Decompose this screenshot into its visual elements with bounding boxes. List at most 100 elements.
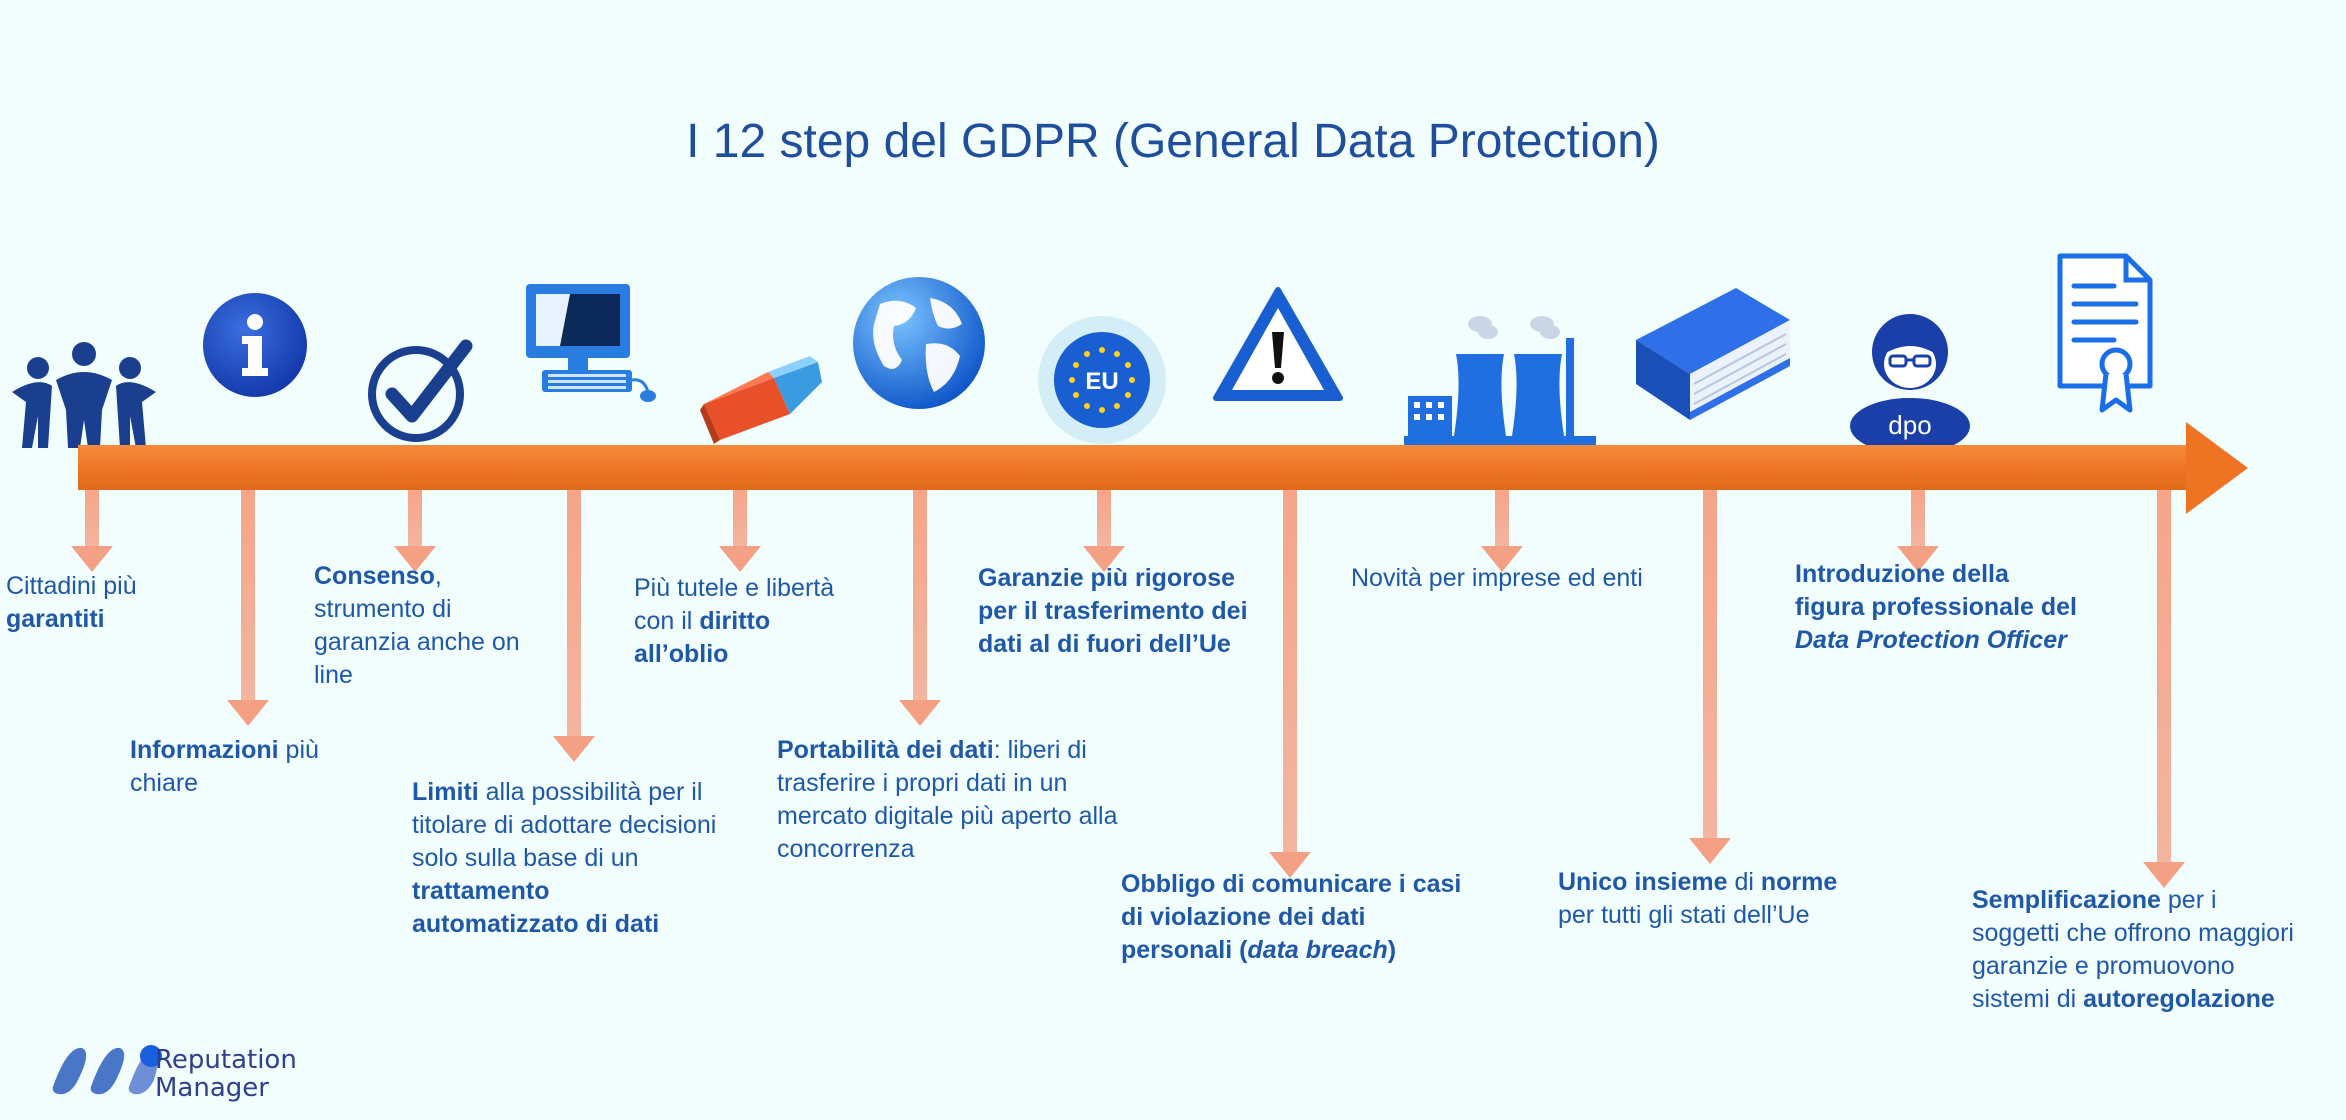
label-text: trattamento: [412, 877, 550, 905]
label-text: Novità per imprese ed enti: [1351, 564, 1643, 592]
connector-arrowhead-2: [227, 700, 269, 726]
timeline-arrowhead: [2186, 422, 2248, 514]
label-text: con il: [634, 607, 700, 635]
factory-icon: [1404, 316, 1596, 446]
connector-shaft-8: [1283, 490, 1297, 852]
eu-star: [1069, 377, 1075, 383]
eu-star: [1073, 392, 1080, 398]
book-icon: [1636, 288, 1790, 420]
label-text: garantiti: [6, 605, 105, 633]
step-4-label: Limiti alla possibilità per il titolare d…: [412, 776, 772, 941]
label-text: Consenso: [314, 562, 435, 590]
label-text: solo sulla base di un: [412, 844, 639, 872]
dpo-person-icon: dpo: [1850, 314, 1970, 446]
step-1-label: Cittadini più garantiti: [6, 570, 206, 636]
connector-shaft-11: [1911, 490, 1925, 546]
label-text: di: [1727, 868, 1761, 896]
label-text: personali (: [1121, 936, 1248, 964]
connector-arrowhead-6: [899, 700, 941, 726]
eu-star: [1099, 407, 1105, 413]
label-text: line: [314, 661, 353, 689]
label-text: soggetti che offrono maggiori: [1972, 919, 2294, 947]
label-text: concorrenza: [777, 835, 915, 863]
connector-shaft-2: [241, 490, 255, 700]
label-text: di violazione dei dati: [1121, 903, 1366, 931]
eu-star: [1124, 392, 1131, 398]
label-text: Più tutele e libertà: [634, 574, 835, 602]
logo-line-2: Manager: [155, 1073, 269, 1103]
label-text: data breach: [1247, 936, 1388, 964]
connector-shaft-1: [85, 490, 99, 546]
logo-text: Reputation Manager: [155, 1046, 297, 1102]
connector-shaft-7: [1097, 490, 1111, 546]
connector-shaft-4: [567, 490, 581, 736]
connector-arrowhead-12: [2143, 862, 2185, 888]
connector-arrowhead-9: [1481, 546, 1523, 572]
label-text: Limiti: [412, 778, 479, 806]
connector-arrowhead-4: [553, 736, 595, 762]
label-text: chiare: [130, 769, 199, 797]
checkmark-icon: [368, 339, 473, 442]
label-text: strumento di: [314, 595, 452, 623]
label-text: diritto: [699, 607, 771, 635]
reputation-manager-logo: [52, 1045, 162, 1095]
label-text: autoregolazione: [2083, 985, 2275, 1013]
connector-arrowhead-11: [1897, 546, 1939, 572]
label-text: trasferire i propri dati in un: [777, 769, 1068, 797]
label-text: Garanzie più rigorose: [978, 564, 1236, 592]
connector-shaft-9: [1495, 490, 1509, 546]
step-6-label: Portabilità dei dati: liberi di trasferir…: [777, 734, 1177, 866]
label-text: Informazioni: [130, 736, 279, 764]
connector-arrowhead-5: [719, 546, 761, 572]
globe-icon: [853, 277, 985, 409]
computer-icon: [526, 284, 656, 402]
page-title: I 12 step del GDPR (General Data Protect…: [686, 115, 1660, 168]
connector-shaft-5: [733, 490, 747, 546]
connector-arrowhead-1: [71, 546, 113, 572]
connector-shaft-3: [408, 490, 422, 546]
eu-star: [1073, 362, 1080, 368]
eu-star: [1124, 362, 1131, 368]
label-text: titolare di adottare decisioni: [412, 811, 717, 839]
dpo-badge-text: dpo: [1888, 410, 1931, 440]
label-text: Portabilità dei dati: [777, 736, 994, 764]
label-text: dati al di fuori dell’Ue: [978, 630, 1231, 658]
label-text: sistemi di: [1972, 985, 2084, 1013]
timeline-axis: [78, 445, 2188, 490]
eu-badge-text: EU: [1085, 368, 1118, 395]
label-text: automatizzato di dati: [412, 910, 660, 938]
eu-star: [1114, 351, 1120, 358]
label-text: norme: [1760, 868, 1838, 896]
connector-arrowhead-3: [394, 546, 436, 572]
label-text: mercato digitale più aperto alla: [777, 802, 1118, 830]
label-text: garanzia anche on: [314, 628, 520, 656]
connector-arrowhead-7: [1083, 546, 1125, 572]
eu-star: [1099, 347, 1105, 353]
label-text: : liberi di: [993, 736, 1087, 764]
step-9-label: Novità per imprese ed enti: [1351, 562, 1711, 595]
label-text: più: [278, 736, 319, 764]
label-text: per il trasferimento dei: [978, 597, 1248, 625]
info-icon: [203, 293, 307, 397]
label-text: Cittadini più: [6, 572, 137, 600]
label-text: Semplificazione: [1972, 886, 2161, 914]
connector-arrowhead-8: [1269, 852, 1311, 878]
connector-shaft-12: [2157, 490, 2171, 862]
eu-star: [1129, 377, 1135, 383]
label-text: alla possibilità per il: [478, 778, 703, 806]
label-text: per tutti gli stati dell’Ue: [1558, 901, 1810, 929]
eu-star: [1114, 402, 1120, 409]
step-5-label: Più tutele e libertà con il diritto all’ob…: [634, 572, 884, 671]
label-text: all’oblio: [634, 640, 729, 668]
label-text: ): [1387, 936, 1397, 964]
eraser-icon: [700, 356, 822, 444]
warning-icon: [1213, 287, 1343, 401]
connector-arrowhead-10: [1689, 838, 1731, 864]
step-7-label: Garanzie più rigorose per il trasferiment…: [978, 562, 1298, 661]
label-text: Introduzione della: [1795, 560, 2009, 588]
eu-star: [1084, 351, 1090, 358]
